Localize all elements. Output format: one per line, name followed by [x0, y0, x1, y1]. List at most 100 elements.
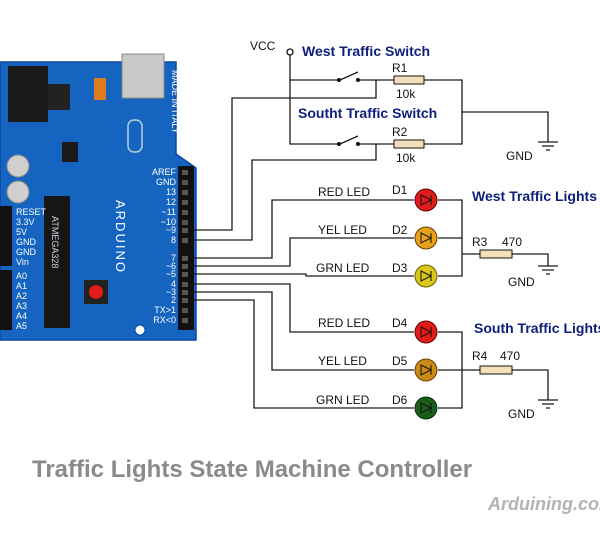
header-pin — [182, 228, 188, 233]
small-ic — [62, 142, 78, 162]
pin-label: AREF — [152, 167, 177, 177]
power-pin-label: 5V — [16, 227, 27, 237]
r4-ref: R4 — [472, 349, 488, 363]
vcc-terminal — [286, 48, 294, 56]
pin-label: ~6 — [166, 261, 176, 271]
r3-ref: R3 — [472, 235, 488, 249]
pin-label: GND — [156, 177, 177, 187]
header-pin — [182, 238, 188, 243]
pin-label: 13 — [166, 187, 176, 197]
d1-label: RED LED — [318, 185, 370, 199]
analog-header — [0, 270, 12, 330]
header-pin — [182, 318, 188, 323]
arduino-board: MADE IN ITALY ARDUINO ATMEGA328 AREFGND1… — [0, 53, 197, 341]
made-in-label: MADE IN ITALY — [170, 70, 180, 134]
header-pin — [182, 256, 188, 261]
pin-label: ~10 — [161, 217, 176, 227]
resistor-r1 — [393, 75, 425, 85]
resistor-r4 — [479, 365, 513, 375]
pin-label: 4 — [171, 279, 176, 289]
header-pin — [182, 200, 188, 205]
header-pin — [182, 220, 188, 225]
led-d1 — [414, 188, 438, 212]
header-pin — [182, 298, 188, 303]
west-switch-label: West Traffic Switch — [302, 43, 430, 59]
mount-hole — [134, 324, 146, 336]
header-pin — [182, 190, 188, 195]
power-header — [0, 206, 12, 266]
led-d4 — [414, 320, 438, 344]
header-pin — [182, 308, 188, 313]
d1-ref: D1 — [392, 183, 408, 197]
led-d6 — [414, 396, 438, 420]
led-d3 — [414, 264, 438, 288]
r3-value: 470 — [502, 235, 522, 249]
pin-label: ~9 — [166, 225, 176, 235]
pin-label: RX<0 — [153, 315, 176, 325]
gnd-label-3: GND — [508, 407, 535, 421]
power-pin-label: GND — [16, 237, 37, 247]
header-pin — [182, 290, 188, 295]
analog-pin-label: A2 — [16, 291, 27, 301]
arduino-brand: ARDUINO — [113, 200, 128, 274]
digital-header — [178, 166, 194, 330]
header-pin — [182, 170, 188, 175]
r1-value: 10k — [396, 87, 416, 101]
diagram-title: Traffic Lights State Machine Controller — [32, 456, 473, 483]
vcc-label: VCC — [250, 39, 276, 53]
header-pin — [182, 180, 188, 185]
pin-label: 12 — [166, 197, 176, 207]
gnd-label-2: GND — [508, 275, 535, 289]
d3-ref: D3 — [392, 261, 408, 275]
power-pin-label: 3.3V — [16, 217, 35, 227]
wires — [194, 48, 549, 409]
west-lights-label: West Traffic Lights — [472, 188, 597, 204]
pin-label: 2 — [171, 295, 176, 305]
led-d2 — [414, 226, 438, 250]
power-jack — [8, 66, 48, 122]
pin-label: 8 — [171, 235, 176, 245]
resistor-r3 — [479, 249, 513, 259]
analog-pin-label: A0 — [16, 271, 27, 281]
usb-connector — [121, 53, 165, 99]
d6-ref: D6 — [392, 393, 408, 407]
south-lights-label: South Traffic Lights — [474, 320, 600, 336]
analog-pin-label: A5 — [16, 321, 27, 331]
d2-label: YEL LED — [318, 223, 367, 237]
south-switch-label: Southt Traffic Switch — [298, 105, 437, 121]
d2-ref: D2 — [392, 223, 408, 237]
ground-symbol-1 — [538, 141, 558, 151]
pin-label: 7 — [171, 253, 176, 263]
capacitor-2 — [6, 180, 30, 204]
analog-pin-label: A3 — [16, 301, 27, 311]
power-pin-label: Vin — [16, 257, 29, 267]
r1-ref: R1 — [392, 61, 408, 75]
crystal — [127, 119, 143, 153]
header-pin — [182, 282, 188, 287]
header-pin — [182, 272, 188, 277]
r2-ref: R2 — [392, 125, 408, 139]
d4-ref: D4 — [392, 316, 408, 330]
header-pin — [182, 264, 188, 269]
r4-value: 470 — [500, 349, 520, 363]
pin-label: ~3 — [166, 287, 176, 297]
gnd-label-1: GND — [506, 149, 533, 163]
d6-label: GRN LED — [316, 393, 370, 407]
reset-button — [89, 285, 103, 299]
watermark: Arduining.com — [488, 494, 600, 514]
header-pin — [182, 210, 188, 215]
fuse — [94, 78, 106, 100]
atmega-chip — [44, 196, 70, 328]
resistor-r2 — [393, 139, 425, 149]
regulator — [48, 84, 70, 110]
pin-label: ~11 — [161, 207, 176, 217]
power-pin-label: GND — [16, 247, 37, 257]
capacitor-1 — [6, 154, 30, 178]
d3-label: GRN LED — [316, 261, 370, 275]
chip-label: ATMEGA328 — [50, 216, 60, 268]
d5-ref: D5 — [392, 354, 408, 368]
ground-symbol-3 — [538, 399, 558, 409]
power-pin-label: RESET — [16, 207, 47, 217]
pin-label: TX>1 — [154, 305, 176, 315]
